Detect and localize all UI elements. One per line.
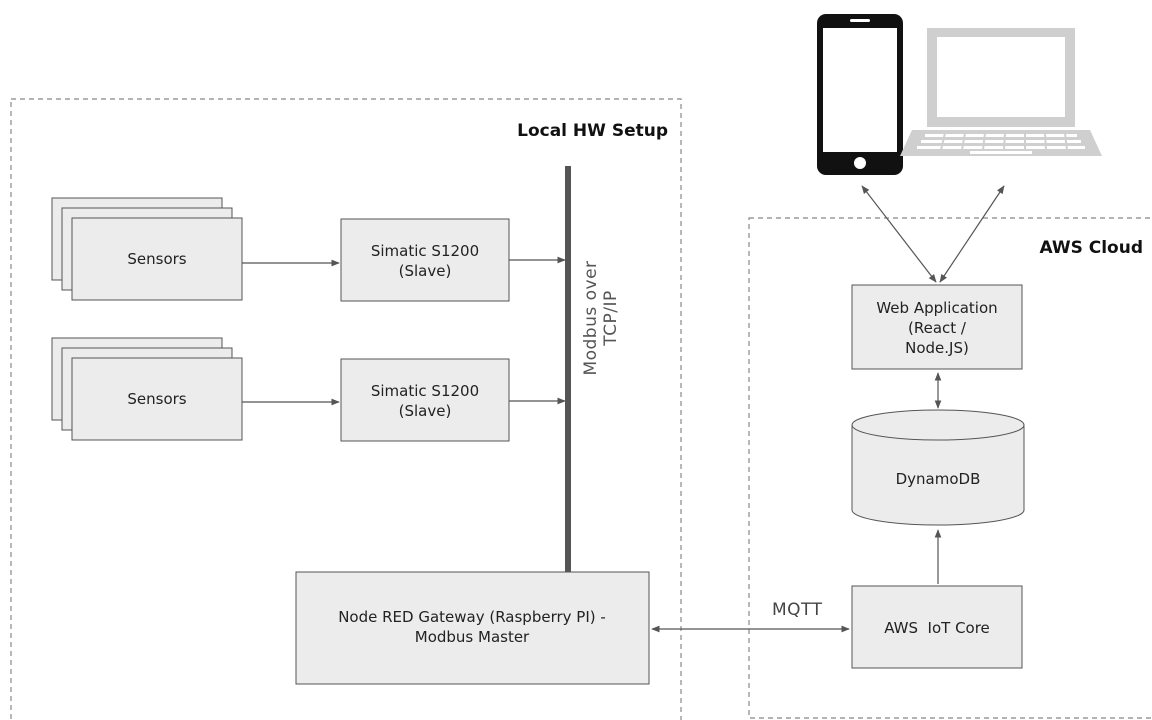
- dynamodb-label: DynamoDB: [896, 470, 981, 488]
- smartphone-icon: [817, 14, 903, 175]
- gateway-line2: Modbus Master: [415, 628, 530, 646]
- laptop-icon: [900, 28, 1102, 156]
- sensor-label-2: Sensors: [127, 390, 186, 408]
- web-app-box: Web Application (React / Node.JS): [851, 284, 1023, 370]
- iot-core-box: AWS IoT Core: [851, 585, 1023, 669]
- arrow-laptop-webapp: [939, 185, 1005, 283]
- web-app-line1: Web Application: [876, 299, 997, 317]
- mqtt-label: MQTT: [772, 600, 823, 620]
- local-hw-title: Local HW Setup: [517, 121, 668, 141]
- aws-cloud-title: AWS Cloud: [1039, 238, 1143, 258]
- arrow-phone-webapp: [861, 185, 937, 283]
- plc-box-2: Simatic S1200 (Slave): [340, 358, 510, 442]
- gateway-line1: Node RED Gateway (Raspberry PI) -: [338, 608, 606, 626]
- plc-2-line1: Simatic S1200: [371, 382, 479, 400]
- sensor-label-1: Sensors: [127, 250, 186, 268]
- plc-1-line1: Simatic S1200: [371, 242, 479, 260]
- aws-cloud-region: [748, 217, 1152, 719]
- bus-label-line2: TCP/IP: [601, 290, 621, 347]
- local-hw-region: [10, 98, 682, 720]
- sensor-stack-2: Sensors: [51, 337, 243, 441]
- web-app-line3: Node.JS): [905, 339, 969, 357]
- gateway-box: Node RED Gateway (Raspberry PI) - Modbus…: [295, 571, 650, 685]
- bus-label: Modbus over TCP/IP: [581, 260, 621, 375]
- plc-1-line2: (Slave): [399, 262, 452, 280]
- iot-core-label: AWS IoT Core: [884, 619, 990, 637]
- sensor-stack-1: Sensors: [51, 197, 243, 301]
- web-app-line2: (React /: [908, 319, 967, 337]
- plc-box-1: Simatic S1200 (Slave): [340, 218, 510, 302]
- plc-2-line2: (Slave): [399, 402, 452, 420]
- dynamodb-cylinder: DynamoDB: [851, 409, 1025, 526]
- bus-label-line1: Modbus over: [581, 260, 601, 375]
